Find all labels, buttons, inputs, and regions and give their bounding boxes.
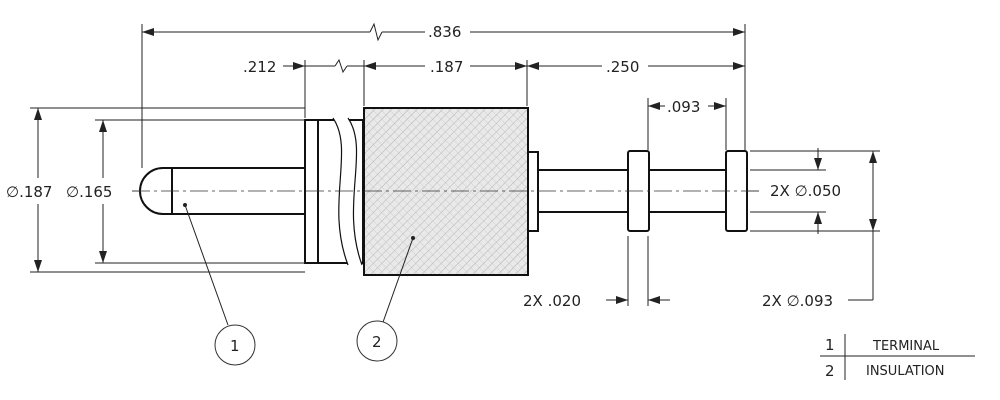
- dim-pin-dia-label: 2X ∅.050: [770, 182, 841, 200]
- balloon-2: 2: [356, 236, 415, 362]
- dim-pin-diameter: 2X ∅.050: [750, 148, 841, 234]
- parts-table-item-1: 1: [825, 336, 835, 354]
- dim-flange-spacing: .093: [648, 98, 727, 150]
- break-line-right: [347, 117, 363, 266]
- break-gap: [333, 118, 362, 265]
- dim-left-length: .212: [243, 58, 364, 76]
- break-line-left: [332, 117, 349, 266]
- dim-left-diameters: ∅.187 ∅.165: [6, 107, 305, 273]
- terminal-shoulder: [527, 151, 539, 232]
- dim-flange-spacing-label: .093: [667, 98, 700, 116]
- balloon-1-label: 1: [230, 337, 240, 355]
- terminal-part: [139, 107, 748, 276]
- parts-table-item-2: 2: [825, 362, 835, 380]
- balloon-2-label: 2: [372, 333, 382, 351]
- dim-flange-thickness-label: 2X .020: [523, 292, 581, 310]
- parts-table-name-2: INSULATION: [866, 364, 944, 379]
- dim-insulation-length-label: .187: [430, 58, 463, 76]
- dim-left-length-label: .212: [243, 58, 276, 76]
- parts-table: 1 TERMINAL 2 INSULATION: [820, 334, 975, 380]
- balloon-1: 1: [183, 203, 256, 366]
- dim-overall-length-label: .836: [428, 23, 461, 41]
- dim-flange-diameter: 2X ∅.093: [750, 150, 880, 310]
- dim-insulation-length: .187: [364, 58, 527, 76]
- insulation-body: [363, 107, 529, 276]
- parts-table-name-1: TERMINAL: [872, 339, 940, 354]
- dim-right-length: .250: [527, 58, 745, 76]
- dim-flange-thickness: 2X .020: [523, 236, 670, 310]
- dim-left-dia-inner-label: ∅.165: [66, 183, 112, 201]
- dim-left-dia-outer-label: ∅.187: [6, 183, 52, 201]
- dim-right-length-label: .250: [606, 58, 639, 76]
- dim-overall-length: .836: [142, 22, 745, 42]
- dim-flange-dia-label: 2X ∅.093: [762, 292, 833, 310]
